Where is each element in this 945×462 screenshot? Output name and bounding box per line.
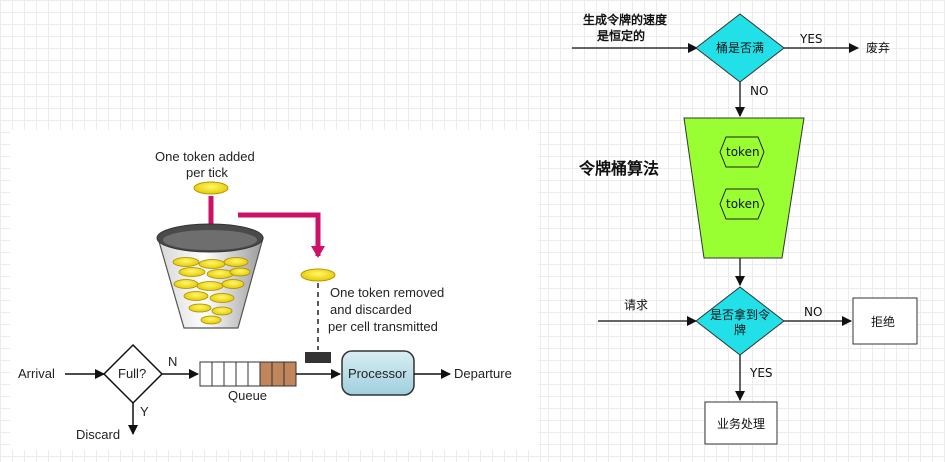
departure-label: Departure (454, 366, 512, 381)
get-token-no-label: NO (804, 305, 822, 319)
reject-box (852, 297, 918, 345)
incoming-token-coin (193, 181, 229, 195)
token-1-label: token (726, 145, 760, 159)
process-box (704, 401, 778, 445)
bucket-full-yes-label: YES (799, 32, 823, 46)
get-token-label-line2: 牌 (734, 323, 746, 337)
discard-label: Discard (76, 427, 120, 442)
queue-label: Queue (228, 388, 267, 403)
token-hexagon-2 (719, 188, 765, 220)
bucket-coins (172, 257, 251, 325)
processor-label: Processor (348, 366, 407, 381)
left-diagram-background (10, 130, 538, 450)
token-removed-label-line2: and discarded (330, 302, 412, 317)
token-bucket-trapezoid (683, 117, 805, 259)
token-gate-block (305, 352, 331, 363)
full-decision-label: Full? (118, 366, 146, 381)
process-label: 业务处理 (717, 416, 765, 431)
rate-label-line2: 是恒定的 (596, 28, 645, 43)
token-2-label: token (726, 197, 760, 211)
token-added-label-line2: per tick (186, 165, 228, 180)
token-removed-arrow (238, 212, 325, 258)
request-label: 请求 (624, 298, 648, 312)
discard-token-label: 废弃 (866, 40, 890, 55)
get-token-yes-label: YES (749, 366, 773, 380)
token-added-label-line1: One token added (155, 149, 255, 164)
right-token-bucket-flowchart: 生成令牌的速度 是恒定的 桶是否满 YES 废弃 NO token token … (572, 12, 918, 445)
arrival-label: Arrival (18, 366, 55, 381)
yes-branch-label: Y (140, 404, 149, 419)
reject-label: 拒绝 (871, 314, 895, 329)
bucket-full-label: 桶是否满 (716, 40, 764, 55)
processor-box (341, 350, 415, 396)
get-token-label-line1: 是否拿到令 (710, 307, 770, 322)
token-hexagon-1 (719, 136, 765, 168)
left-token-bucket-diagram: One token added per tick (18, 149, 512, 442)
bucket-full-no-label: NO (750, 84, 768, 98)
rate-label-line1: 生成令牌的速度 (583, 12, 668, 27)
no-branch-label: N (168, 354, 177, 369)
token-removed-label-line3: per cell transmitted (328, 319, 438, 334)
queue-cells (199, 361, 297, 387)
removed-token-coin (300, 268, 336, 282)
token-bucket-funnel (156, 223, 264, 329)
algorithm-title: 令牌桶算法 (578, 159, 659, 178)
token-removed-label-line1: One token removed (330, 285, 444, 300)
